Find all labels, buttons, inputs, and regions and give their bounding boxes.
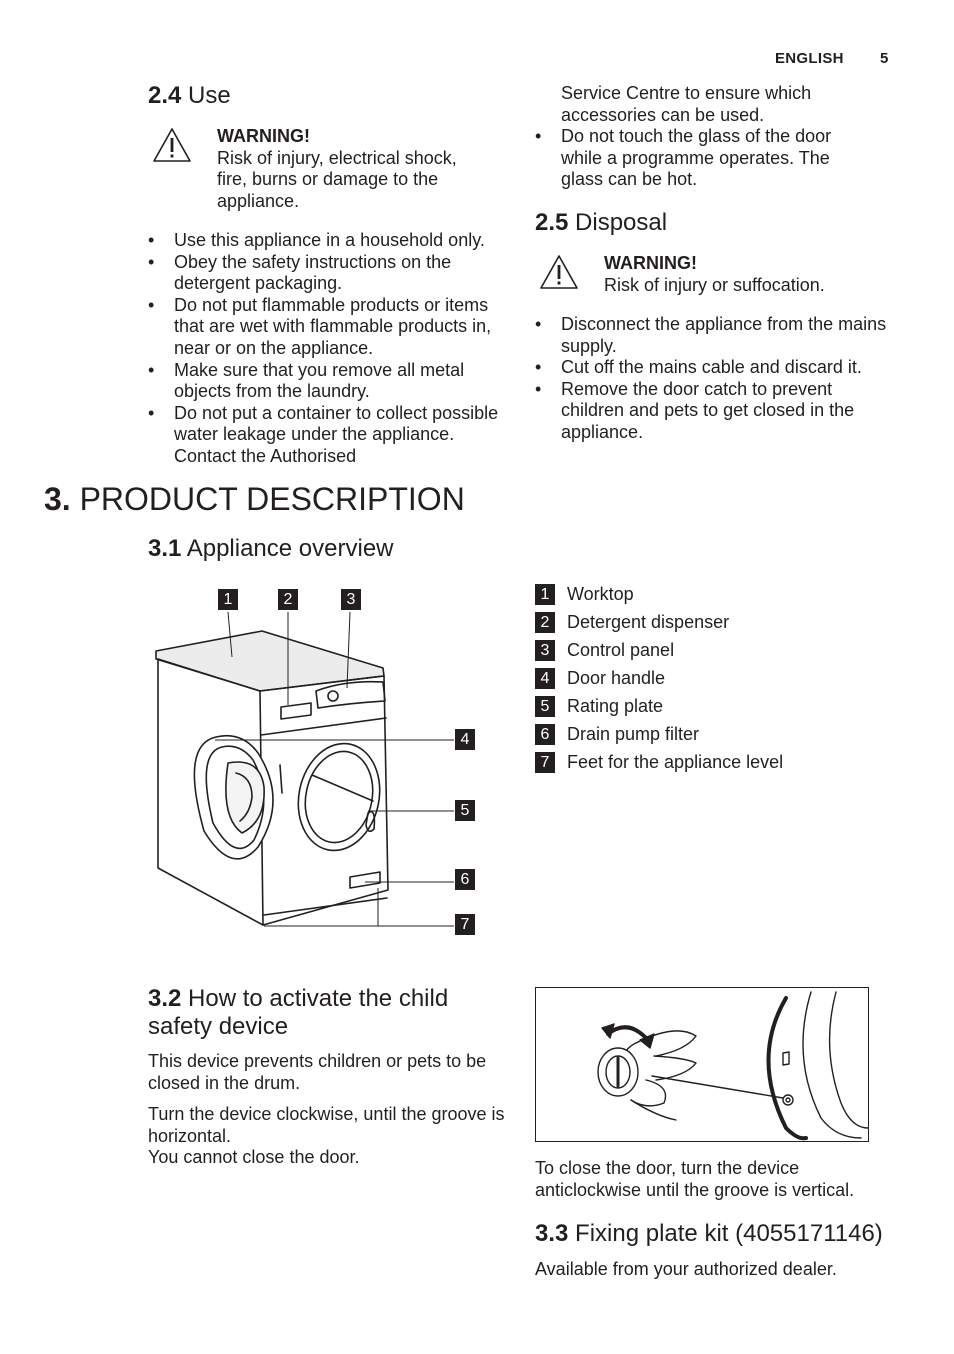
section-2-4-heading: 2.4 Use xyxy=(148,82,231,110)
legend-item: 7 Feet for the appliance level xyxy=(535,751,783,773)
section-title-line-2: safety device xyxy=(148,1013,289,1040)
legend-item: 1 Worktop xyxy=(535,583,634,605)
legend-item: 4 Door handle xyxy=(535,667,665,689)
legend-label: Control panel xyxy=(567,640,675,660)
header-language: ENGLISH xyxy=(775,50,844,67)
callout-6: 6 xyxy=(455,869,475,890)
legend-label: Worktop xyxy=(567,584,634,604)
page-number: 5 xyxy=(880,50,889,67)
legend-label: Door handle xyxy=(567,668,666,688)
warning-title: WARNING! xyxy=(604,253,697,273)
use-bullet-list: Use this appliance in a household only. … xyxy=(148,230,508,468)
section-3-1-heading: 3.1 Appliance overview xyxy=(148,535,394,563)
child-safety-illustration xyxy=(597,991,868,1141)
callout-2: 2 xyxy=(278,589,298,610)
section-title: Fixing plate kit (4055171146) xyxy=(575,1220,883,1247)
section-3-2-heading: 3.2 How to activate the child safety dev… xyxy=(148,985,448,1041)
warning-block: WARNING! Risk of injury or suffocation. xyxy=(604,253,884,296)
legend-item: 3 Control panel xyxy=(535,639,674,661)
section-3-3-heading: 3.3 Fixing plate kit (4055171146) xyxy=(535,1220,883,1248)
warning-triangle-icon xyxy=(153,128,191,162)
legend-label: Feet for the appliance level xyxy=(567,752,784,772)
legend-number: 1 xyxy=(535,583,555,605)
section-number: 2.5 xyxy=(535,209,569,236)
warning-block: WARNING! Risk of injury, electrical shoc… xyxy=(217,126,467,212)
child-safety-figure xyxy=(535,987,869,1142)
chapter-number: 3. xyxy=(44,481,71,517)
paragraph: You cannot close the door. xyxy=(148,1147,360,1167)
legend-label: Drain pump filter xyxy=(567,724,700,744)
legend-item: 6 Drain pump filter xyxy=(535,723,699,745)
legend-label: Detergent dispenser xyxy=(567,612,730,632)
chapter-3-heading: 3. PRODUCT DESCRIPTION xyxy=(44,481,465,517)
list-item: Do not put a container to collect possib… xyxy=(148,403,508,468)
paragraph: Available from your authorized dealer. xyxy=(535,1259,837,1279)
section-number: 2.4 xyxy=(148,82,182,109)
disposal-bullet-list: Disconnect the appliance from the mains … xyxy=(535,314,890,444)
section-number: 3.1 xyxy=(148,535,182,562)
paragraph: Turn the device clockwise, until the gro… xyxy=(148,1104,505,1146)
section-title: Disposal xyxy=(575,209,668,236)
section-number: 3.2 xyxy=(148,985,182,1012)
paragraph: This device prevents children or pets to… xyxy=(148,1051,487,1093)
list-item: Disconnect the appliance from the mains … xyxy=(535,314,890,357)
legend-number: 4 xyxy=(535,667,555,689)
legend-number: 3 xyxy=(535,639,555,661)
list-item: Cut off the mains cable and discard it. xyxy=(535,357,890,379)
use-continuation-text: Service Centre to ensure which accessori… xyxy=(561,83,812,125)
warning-title: WARNING! xyxy=(217,126,310,146)
legend-item: 2 Detergent dispenser xyxy=(535,611,729,633)
warning-triangle-icon xyxy=(540,255,578,289)
legend-number: 5 xyxy=(535,695,555,717)
use-bullet-list-continued: Do not touch the glass of the door while… xyxy=(535,126,865,191)
list-item: Make sure that you remove all metal obje… xyxy=(148,360,508,403)
list-item: Use this appliance in a household only. xyxy=(148,230,508,252)
section-title: Appliance overview xyxy=(186,535,394,562)
section-title: Use xyxy=(188,82,231,109)
list-item: Do not put flammable products or items t… xyxy=(148,295,508,360)
list-item: Do not touch the glass of the door while… xyxy=(535,126,865,191)
chapter-title: PRODUCT DESCRIPTION xyxy=(79,481,465,517)
warning-text: Risk of injury or suffocation. xyxy=(604,274,825,295)
legend-item: 5 Rating plate xyxy=(535,695,663,717)
callout-4: 4 xyxy=(455,729,475,750)
legend-number: 2 xyxy=(535,611,555,633)
legend-number: 6 xyxy=(535,723,555,745)
washing-machine-illustration xyxy=(155,611,454,927)
callout-1: 1 xyxy=(218,589,238,610)
section-title-line-1: How to activate the child xyxy=(188,985,449,1012)
section-number: 3.3 xyxy=(535,1220,569,1247)
callout-5: 5 xyxy=(455,800,475,821)
legend-number: 7 xyxy=(535,751,555,773)
callout-7: 7 xyxy=(455,914,475,935)
list-item: Remove the door catch to prevent childre… xyxy=(535,379,890,444)
list-item: Obey the safety instructions on the dete… xyxy=(148,252,508,295)
callout-3: 3 xyxy=(341,589,361,610)
section-2-5-heading: 2.5 Disposal xyxy=(535,209,667,237)
warning-text: Risk of injury, electrical shock, fire, … xyxy=(217,147,457,211)
legend-label: Rating plate xyxy=(567,696,664,716)
figure-caption: To close the door, turn the device antic… xyxy=(535,1158,855,1200)
